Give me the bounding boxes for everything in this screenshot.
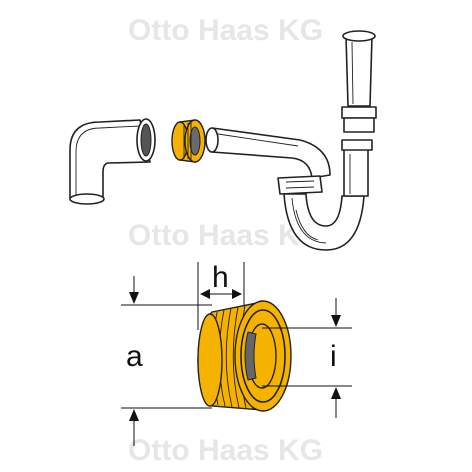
elbow-pipe: [69, 118, 156, 205]
dimension-i: i: [262, 298, 352, 418]
dimension-label-h: h: [212, 261, 229, 294]
watermark-bottom: Otto Haas KG: [128, 434, 323, 467]
dimension-a: a: [121, 276, 212, 446]
dimension-label-a: a: [126, 340, 143, 373]
watermark-top: Otto Haas KG: [128, 14, 323, 47]
reducing-seal-detail: [197, 300, 292, 412]
dimension-h: h: [197, 261, 245, 330]
siphon-trap: [205, 30, 377, 251]
dimension-label-i: i: [330, 340, 337, 373]
small-gold-ring: [171, 119, 206, 163]
